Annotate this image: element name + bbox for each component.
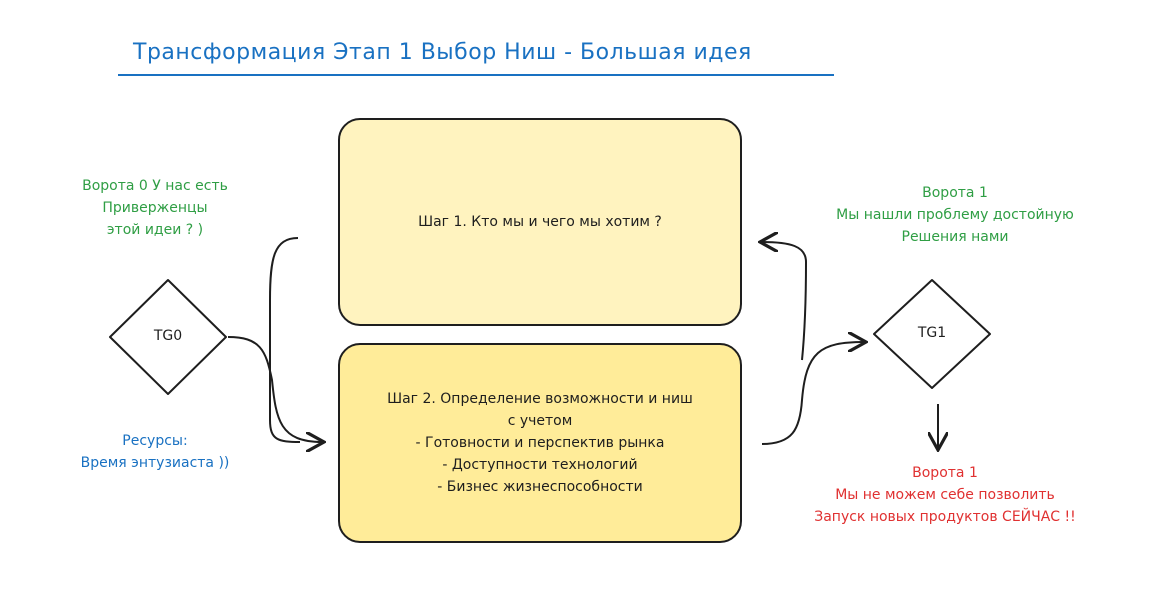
tg1-diamond (873, 279, 991, 389)
diagram-title: Трансформация Этап 1 Выбор Ниш - Большая… (133, 40, 752, 65)
gate1-fail-note: Ворота 1 Мы не можем себе позволить Запу… (814, 465, 1076, 525)
tg1-label: TG1 (917, 325, 947, 341)
step1-box: Шаг 1. Кто мы и чего мы хотим ? (338, 118, 742, 326)
tg1-to-step1-arrow (762, 242, 808, 361)
tg0-to-step2-arrow (227, 336, 322, 442)
step1-label: Шаг 1. Кто мы и чего мы хотим ? (418, 214, 662, 230)
step2-to-tg1-arrow (761, 342, 864, 445)
tg0-label: TG0 (153, 328, 183, 344)
gate1-pass-note: Ворота 1 Мы нашли проблему достойную Реш… (836, 185, 1074, 245)
step2-box: Шаг 2. Определение возможности и ниш с у… (338, 343, 742, 543)
title-underline (118, 74, 834, 76)
resources-note: Ресурсы: Время энтузиаста )) (80, 433, 230, 471)
step2-label: Шаг 2. Определение возможности и ниш с у… (387, 391, 693, 495)
step1-to-tg0-connector (269, 237, 301, 443)
gate0-note: Ворота 0 У нас есть Приверженцы этой иде… (82, 178, 228, 238)
tg0-diamond (109, 279, 227, 395)
